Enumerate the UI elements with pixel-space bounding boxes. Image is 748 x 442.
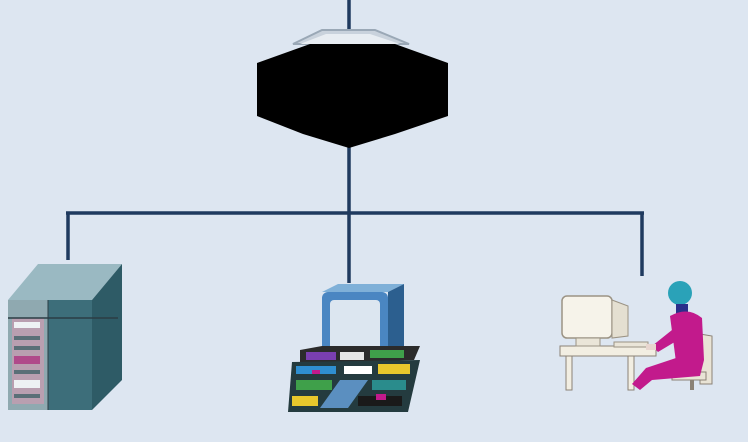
user-at-workstation-icon — [560, 281, 712, 390]
network-hub-icon — [257, 30, 448, 148]
computer-terminal-icon — [288, 284, 420, 412]
server-tower-icon — [8, 264, 122, 410]
